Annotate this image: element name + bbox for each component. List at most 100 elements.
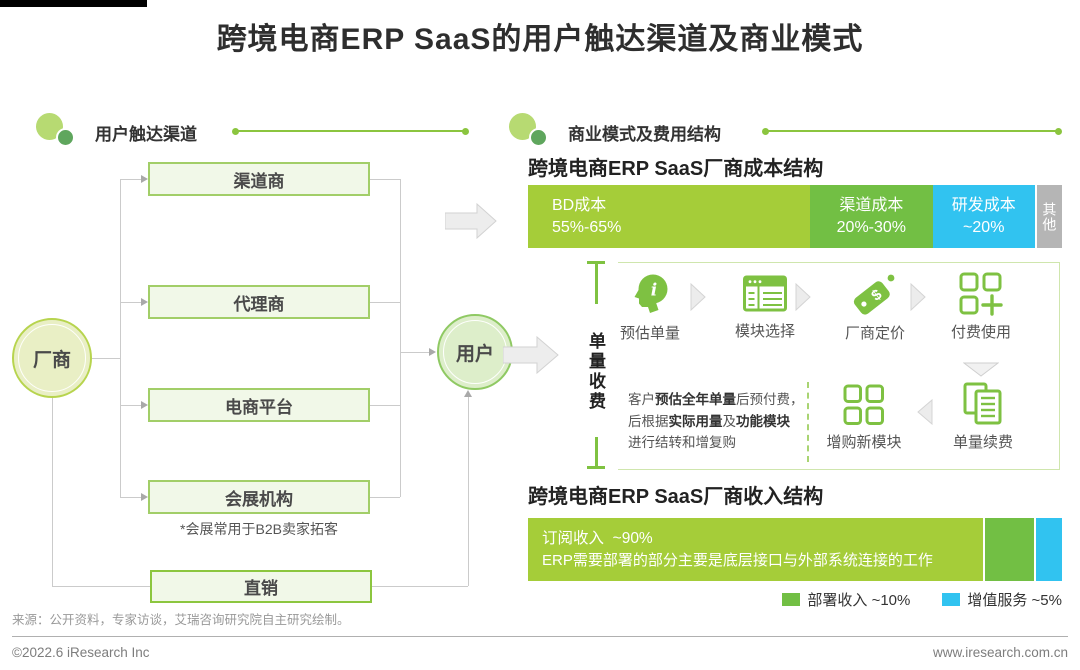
revenue-segment-value-added: [1034, 518, 1062, 581]
connector-line: [467, 397, 469, 586]
connector-line: [120, 404, 142, 406]
dashed-divider: [807, 382, 809, 462]
connector-line: [120, 178, 142, 180]
channel-label: 电商平台: [225, 397, 293, 417]
step-label: 预估单量: [619, 325, 680, 342]
node-manufacturer: 厂商: [12, 318, 92, 398]
legend-swatch-green: [782, 593, 801, 606]
legend-item-deployment: 部署收入 ~10%: [782, 589, 910, 610]
module-table-icon: [743, 275, 787, 312]
revenue-chart-title: 跨境电商ERP SaaS厂商收入结构: [528, 486, 824, 508]
line-start-dot: [232, 127, 239, 135]
cost-segment-bd: BD成本 55%-65%: [528, 185, 810, 248]
arrowhead-icon: [141, 297, 148, 306]
step-module-selection: 模块选择: [717, 273, 813, 341]
connector-line: [92, 357, 120, 359]
channel-box-direct-sales: 直销: [150, 570, 372, 603]
channel-box-exhibition: 会展机构: [148, 480, 370, 514]
arrowhead-icon: [141, 174, 148, 183]
channel-label: 渠道商: [233, 171, 285, 191]
step-add-modules: 增购新模块: [816, 384, 912, 452]
line-end-dot: [462, 127, 469, 135]
segment-value: 20%-30%: [836, 218, 907, 236]
line-start-dot: [762, 127, 769, 135]
top-left-accent-bar: [0, 0, 147, 7]
right-section-header: 商业模式及费用结构: [509, 113, 1062, 149]
fee-note-text: 客户预估全年单量后预付费， 后根据实际用量及功能模块 进行结转和增复购: [628, 389, 804, 454]
legend-item-value-added: 增值服务 ~5%: [942, 589, 1062, 610]
node-inner-ring: [18, 324, 86, 392]
revenue-legend: 部署收入 ~10% 增值服务 ~5%: [528, 589, 1062, 610]
per-order-fee-label: 单量收费: [586, 332, 605, 412]
chevron-left-icon: [917, 399, 933, 425]
connector-line: [120, 179, 121, 497]
step-volume-renewal: 单量续费: [935, 382, 1031, 452]
cost-segment-other: 其他: [1034, 185, 1062, 248]
connector-line: [370, 301, 400, 303]
bracket-line: [594, 261, 598, 304]
block-arrow-icon: [445, 203, 497, 239]
dual-circle-icon: [56, 128, 75, 147]
connector-line: [120, 301, 142, 303]
step-label: 单量续费: [952, 434, 1013, 451]
connector-line: [372, 585, 468, 587]
connector-line: [370, 496, 400, 498]
segment-label: 订阅收入: [542, 530, 605, 547]
step-label: 付费使用: [950, 324, 1011, 341]
chevron-down-icon: [963, 362, 999, 377]
cost-bar: BD成本 55%-65% 渠道成本 20%-30% 研发成本 ~20% 其他: [528, 185, 1062, 248]
channel-box-agent: 代理商: [148, 285, 370, 319]
step-label: 厂商定价: [844, 325, 905, 342]
segment-label: 渠道成本: [839, 196, 904, 214]
footer-copyright: ©2022.6 iResearch Inc: [12, 645, 150, 660]
left-section-title: 用户触达渠道: [95, 125, 197, 144]
cost-chart-title: 跨境电商ERP SaaS厂商成本结构: [528, 158, 824, 180]
segment-label: 其他: [1041, 201, 1058, 232]
connector-line: [370, 404, 400, 406]
block-arrow-icon: [503, 336, 559, 374]
fee-note-line2: 后根据实际用量及功能模块: [628, 413, 790, 429]
svg-text:i: i: [651, 281, 657, 301]
step-estimate-volume: i 预估单量: [602, 271, 698, 343]
source-note: 来源：公开资料，专家访谈，艾瑞咨询研究院自主研究绘制。: [12, 613, 350, 627]
bracket-cap: [587, 466, 605, 469]
connector-line: [52, 585, 150, 587]
revenue-segment-subscription: 订阅收入 ~90% ERP需要部署的部分主要是底层接口与外部系统连接的工作: [528, 518, 983, 581]
chevron-right-icon: [690, 283, 706, 311]
price-tag-icon: $: [853, 274, 895, 315]
pricing-flow-panel: [618, 262, 1060, 470]
arrowhead-icon: [463, 390, 472, 397]
cost-segment-channel: 渠道成本 20%-30%: [809, 185, 933, 248]
new-modules-icon: [843, 384, 884, 425]
renew-doc-icon: [963, 382, 1002, 425]
connector-line: [120, 496, 142, 498]
exhibition-note: *会展常用于B2B卖家拓客: [180, 521, 338, 537]
segment-value: 55%-65%: [552, 218, 622, 236]
revenue-segment-deployment: [982, 518, 1035, 581]
line-end-dot: [1055, 127, 1062, 135]
dual-circle-icon: [529, 128, 548, 147]
bracket-line: [594, 437, 598, 468]
connector-line: [370, 178, 400, 180]
step-label: 模块选择: [734, 323, 795, 340]
segment-value: ~20%: [963, 218, 1005, 236]
node-user: 用户: [437, 314, 513, 390]
segment-desc: ERP需要部署的部分主要是底层接口与外部系统连接的工作: [542, 552, 933, 570]
right-section-title: 商业模式及费用结构: [568, 125, 721, 144]
chevron-right-icon: [910, 283, 926, 311]
connector-line: [400, 179, 401, 497]
step-label: 增购新模块: [826, 434, 902, 451]
arrowhead-icon: [141, 400, 148, 409]
channel-box-distributor: 渠道商: [148, 162, 370, 196]
fee-note-line1: 客户预估全年单量后预付费，: [628, 392, 804, 407]
legend-swatch-cyan: [942, 593, 961, 606]
channel-label: 会展机构: [225, 489, 293, 509]
page-title: 跨境电商ERP SaaS的用户触达渠道及商业模式: [216, 23, 864, 56]
footer-divider: [12, 636, 1068, 637]
connector-line: [51, 398, 53, 586]
segment-label: 研发成本: [951, 196, 1016, 214]
connector-line: [400, 351, 430, 353]
arrowhead-icon: [429, 347, 436, 356]
channel-box-ecommerce-platform: 电商平台: [148, 388, 370, 422]
footer-website: www.iresearch.com.cn: [932, 645, 1068, 660]
